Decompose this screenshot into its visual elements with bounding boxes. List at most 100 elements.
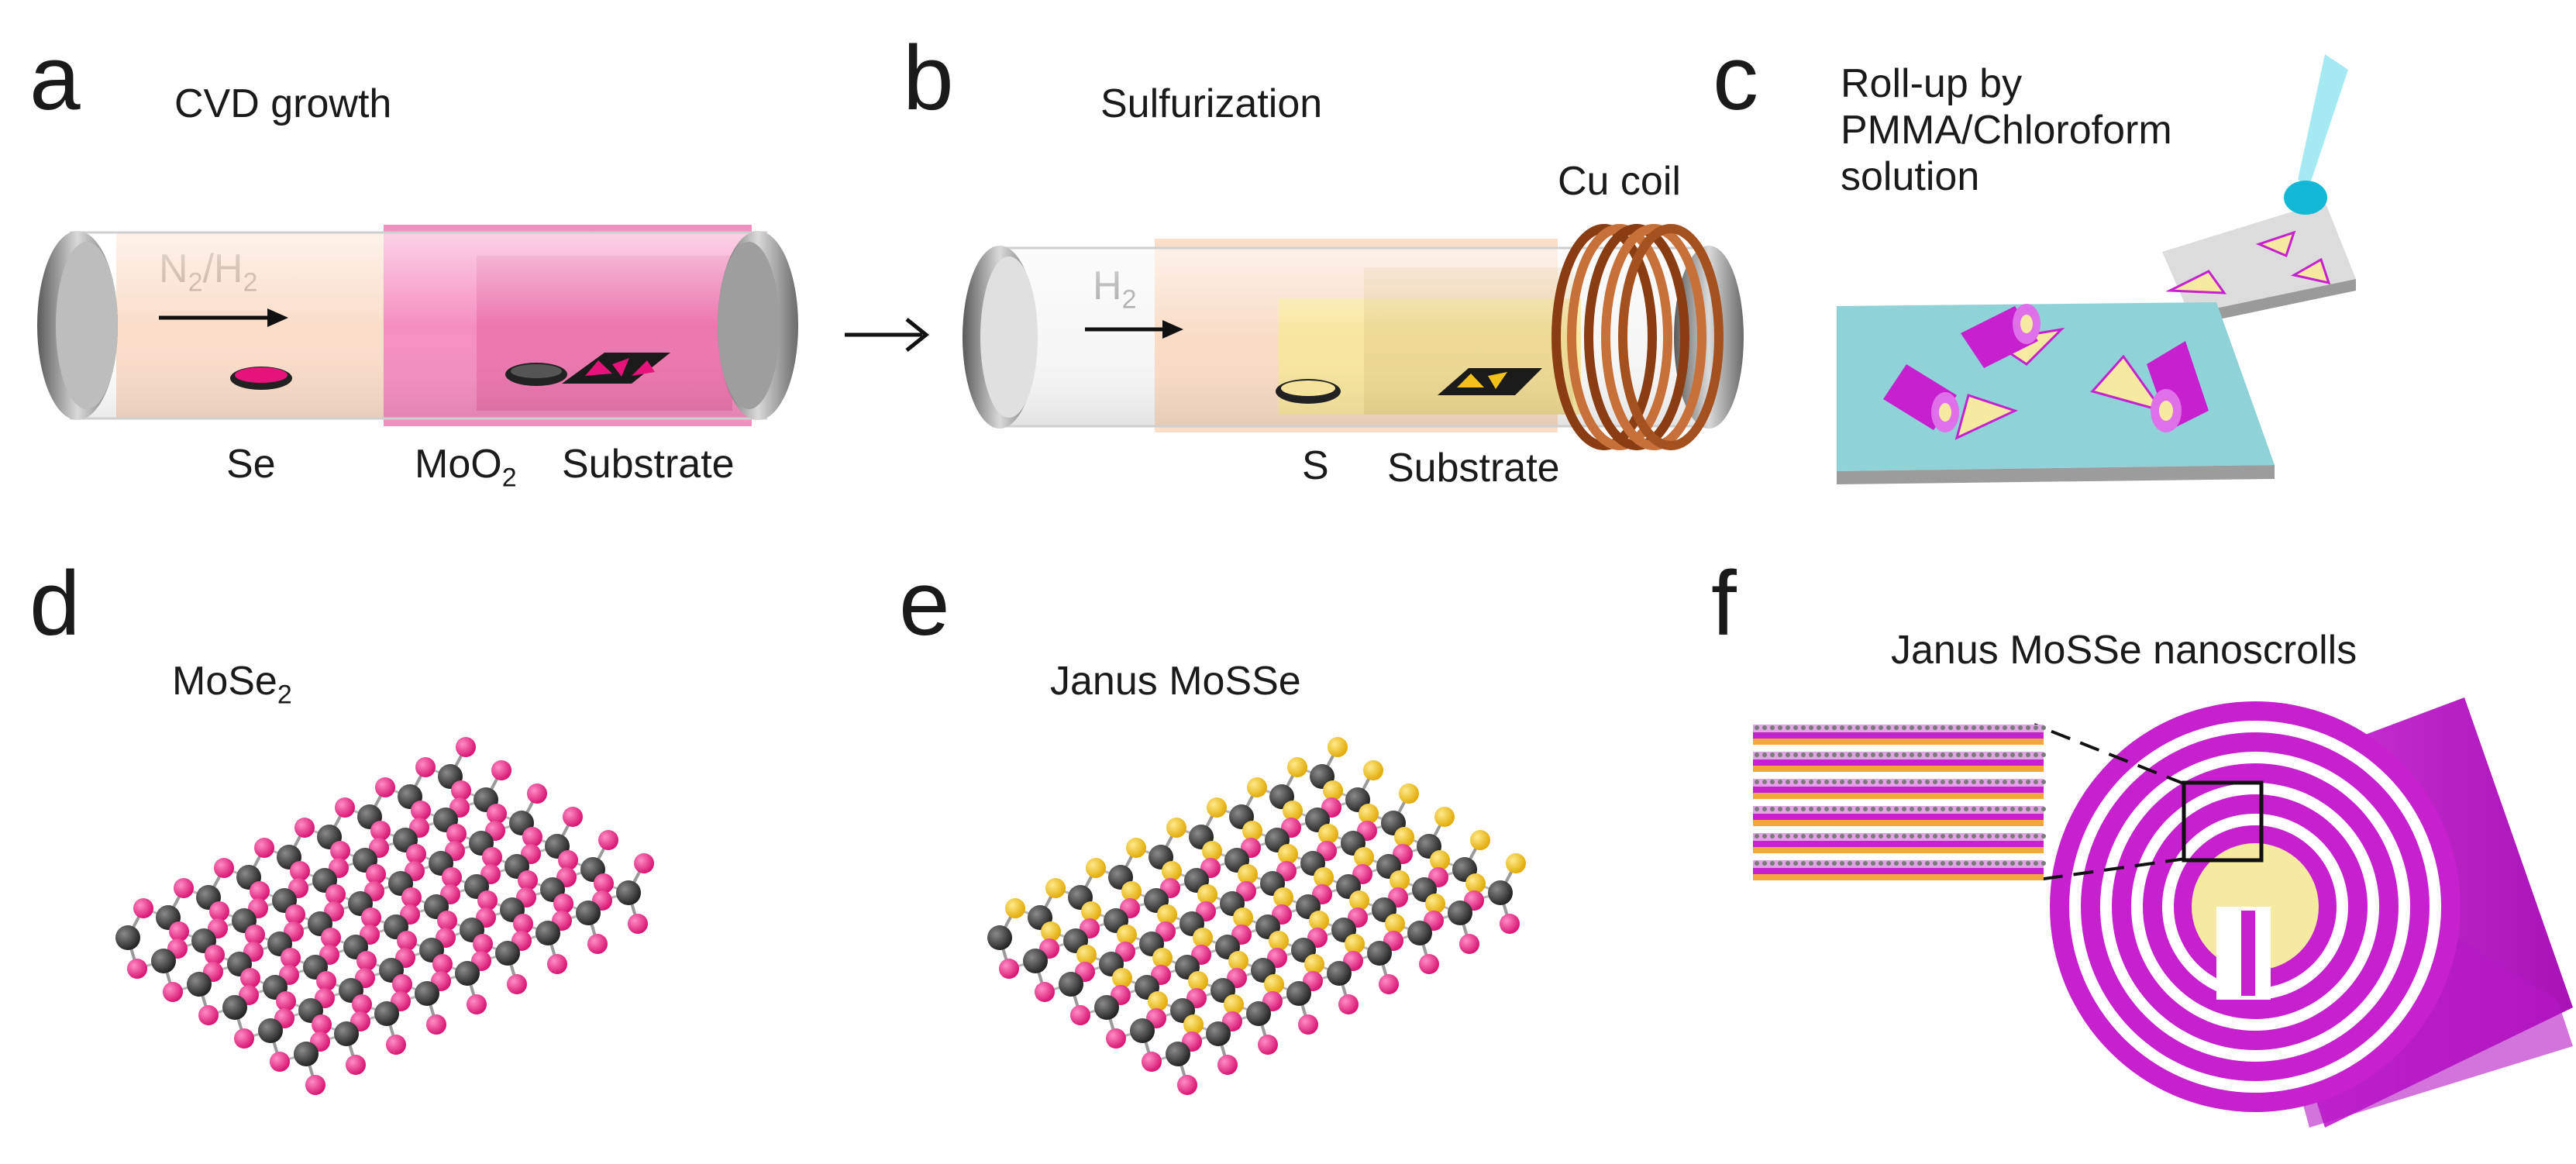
- atom-dot: [1809, 834, 1813, 839]
- atom-dot: [1894, 780, 1899, 784]
- se-atom: [1070, 1005, 1090, 1025]
- atom-dot: [1863, 861, 1868, 866]
- atom-dot: [1855, 725, 1860, 730]
- atom-dot: [2018, 861, 2023, 866]
- atom-dot: [1979, 807, 1984, 811]
- atom-dot: [1902, 861, 1906, 866]
- se-atom: [1217, 1055, 1238, 1075]
- atom-dot: [1972, 752, 1976, 757]
- atom-dot: [1855, 861, 1860, 866]
- scroll-roll: [2147, 341, 2209, 432]
- atom-dot: [1809, 861, 1813, 866]
- atom-dot: [1770, 752, 1775, 757]
- atom-dot: [1964, 780, 1968, 784]
- atom-dot: [2018, 834, 2023, 839]
- atom-dot: [1917, 725, 1922, 730]
- s-atom: [1359, 804, 1379, 824]
- atom-dot: [1832, 861, 1837, 866]
- mo-atom: [374, 1001, 399, 1026]
- atom-dot: [1855, 834, 1860, 839]
- atom-dot: [1801, 752, 1806, 757]
- atom-dot: [1832, 780, 1837, 784]
- atom-dot: [1933, 752, 1937, 757]
- atom-dot: [2018, 752, 2023, 757]
- atom-dot: [2003, 780, 2007, 784]
- atom-dot: [1832, 752, 1837, 757]
- atom-dot: [1755, 725, 1759, 730]
- panel-c-title-line1: Roll-up by: [1841, 61, 2023, 106]
- s-atom: [1247, 777, 1267, 797]
- atom-dot: [1886, 807, 1891, 811]
- atom-dot: [1964, 725, 1968, 730]
- atom-dot: [2026, 807, 2030, 811]
- se-atom: [456, 737, 476, 757]
- s-atom: [1041, 921, 1061, 942]
- se-atom: [294, 818, 315, 838]
- panel-c-rollup-scene: [1837, 54, 2356, 484]
- mo-atom: [294, 1042, 319, 1066]
- atom-dot: [1948, 725, 1953, 730]
- atom-dot: [1770, 780, 1775, 784]
- atom-dot: [1762, 861, 1767, 866]
- atom-dot: [1817, 807, 1821, 811]
- s-atom: [1162, 861, 1182, 881]
- se-atom: [361, 907, 381, 928]
- atom-dot: [1941, 752, 1945, 757]
- atom-dot: [2010, 780, 2015, 784]
- atom-dot: [1848, 752, 1852, 757]
- atom-dot: [1894, 834, 1899, 839]
- atom-dot: [1925, 725, 1930, 730]
- s-layer: [1753, 874, 2044, 880]
- atom-dot: [1894, 807, 1899, 811]
- mo-atom: [1023, 949, 1048, 973]
- scroll-roll: [1883, 364, 1959, 432]
- s-atom: [1233, 907, 1253, 928]
- atom-dot: [1871, 780, 1875, 784]
- atom-dot: [2026, 752, 2030, 757]
- atom-dot: [1809, 752, 1813, 757]
- s-atom: [1304, 954, 1324, 974]
- s-atom: [1465, 873, 1486, 894]
- se-atom: [356, 951, 377, 971]
- source-substrate: [2162, 201, 2356, 314]
- s-atom: [1238, 864, 1258, 884]
- panel-b-furnace-tube: [963, 224, 1744, 450]
- se-atom: [411, 801, 431, 821]
- atom-dot: [2034, 725, 2038, 730]
- janus-mosse-lattice: [987, 737, 1526, 1095]
- atom-dot: [1778, 834, 1782, 839]
- se-atom: [325, 884, 346, 904]
- mo-atom: [536, 921, 560, 945]
- atom-dot: [1995, 780, 1999, 784]
- atom-dot: [1987, 834, 1992, 839]
- se-atom: [209, 901, 229, 921]
- s-atom: [1264, 974, 1284, 994]
- atom-dot: [1786, 725, 1790, 730]
- se-atom: [587, 934, 608, 954]
- panel-a-substrate-label: Substrate: [562, 442, 735, 487]
- atom-dot: [1995, 725, 1999, 730]
- atom-dot: [1902, 807, 1906, 811]
- panel-a-furnace-tube: [37, 225, 798, 426]
- s-layer: [1753, 847, 2044, 853]
- se-atom: [366, 864, 386, 884]
- se-atom: [1298, 1014, 1318, 1035]
- se-atom: [527, 783, 547, 804]
- atom-dot: [1879, 861, 1883, 866]
- se-atom: [281, 948, 301, 968]
- atom-dot: [1902, 834, 1906, 839]
- panel-label-d: d: [29, 553, 81, 655]
- atom-dot: [1762, 725, 1767, 730]
- s-atom: [1086, 858, 1106, 878]
- se-atom: [558, 850, 578, 870]
- atom-dot: [1793, 861, 1798, 866]
- atom-dot: [1778, 752, 1782, 757]
- s-atom: [1242, 821, 1262, 841]
- atom-dot: [1879, 834, 1883, 839]
- se-atom: [415, 757, 436, 777]
- atom-dot: [1855, 752, 1860, 757]
- s-atom: [1345, 934, 1365, 954]
- atom-dot: [1793, 725, 1798, 730]
- atom-dot: [1817, 834, 1821, 839]
- atom-dot: [1995, 807, 1999, 811]
